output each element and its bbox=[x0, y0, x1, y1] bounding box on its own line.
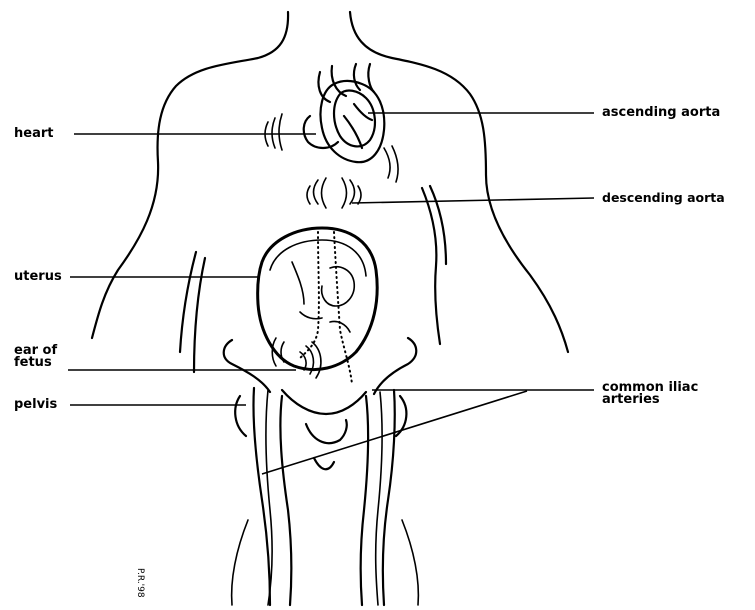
descending-aorta-leader bbox=[352, 198, 594, 203]
label-common-iliac-arteries: common iliac arteries bbox=[602, 382, 698, 406]
heart-drawing bbox=[265, 64, 398, 182]
artist-signature: P.R.'98 bbox=[133, 568, 146, 598]
label-heart: heart bbox=[14, 127, 53, 140]
pelvis-drawing bbox=[224, 338, 419, 605]
uterus-drawing bbox=[258, 228, 378, 384]
leader-lines bbox=[68, 113, 594, 474]
label-pelvis: pelvis bbox=[14, 398, 57, 411]
label-descending-aorta: descending aorta bbox=[602, 191, 725, 204]
label-ascending-aorta: ascending aorta bbox=[602, 106, 720, 119]
label-uterus: uterus bbox=[14, 270, 62, 283]
label-ear-of-fetus: ear of fetus bbox=[14, 345, 57, 369]
body-outline bbox=[92, 12, 568, 372]
